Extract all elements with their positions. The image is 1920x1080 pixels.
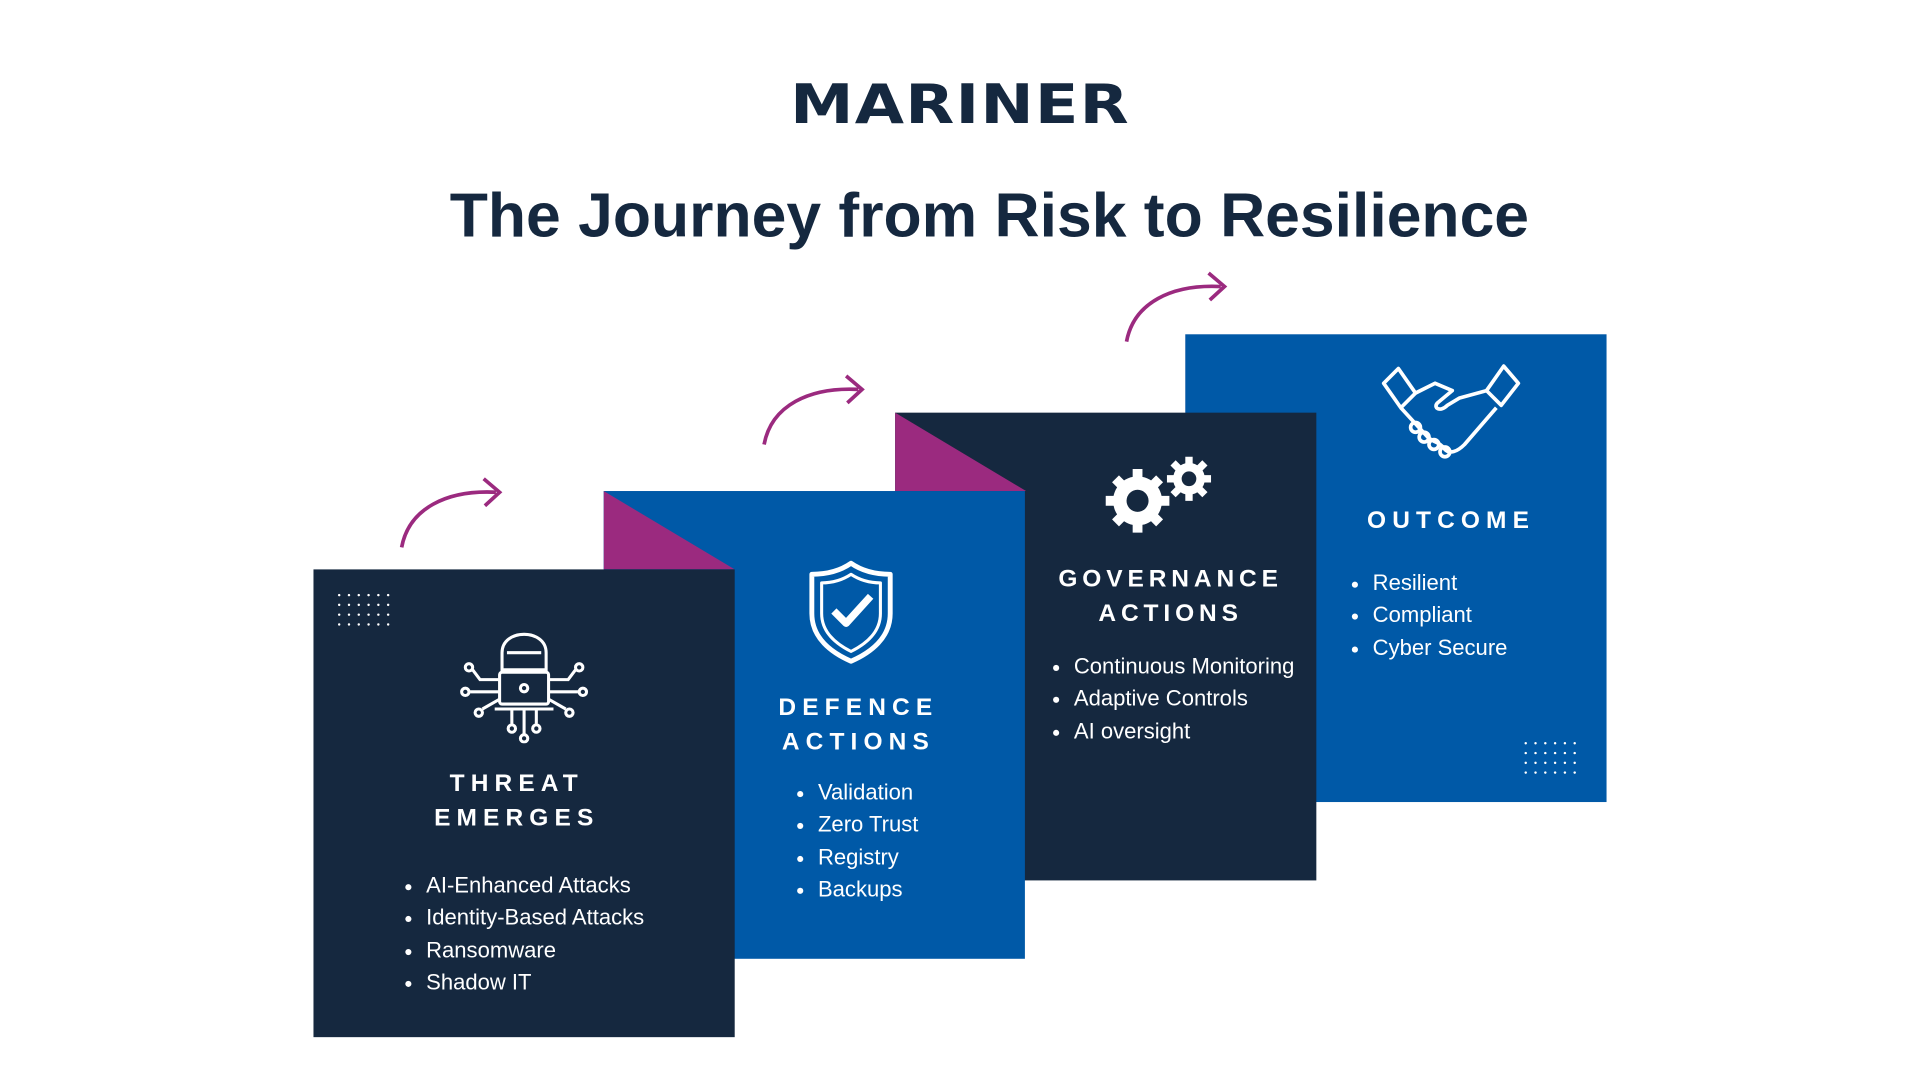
step-list: Continuous Monitoring Adaptive Controls … xyxy=(1049,650,1306,747)
list-item: AI-Enhanced Attacks xyxy=(426,869,644,901)
heading-line: ACTIONS xyxy=(781,728,935,756)
list-item: Adaptive Controls xyxy=(1074,682,1307,714)
hacker-laptop-icon xyxy=(460,632,589,744)
dot-grid-icon xyxy=(337,593,390,626)
step-heading: THREAT EMERGES xyxy=(306,767,727,836)
heading-line: EMERGES xyxy=(434,804,600,832)
list-item: Registry xyxy=(818,841,918,873)
list-item: Identity-Based Attacks xyxy=(426,902,644,934)
step-heading: DEFENCE ACTIONS xyxy=(738,691,978,760)
page-title: The Journey from Risk to Resilience xyxy=(449,180,1530,250)
list-item: AI oversight xyxy=(1074,715,1307,747)
step-list: AI-Enhanced Attacks Identity-Based Attac… xyxy=(402,869,644,998)
handshake-icon xyxy=(1381,364,1521,459)
list-item: Validation xyxy=(818,776,918,808)
list-item: Compliant xyxy=(1373,599,1508,631)
list-item: Ransomware xyxy=(426,934,644,966)
fold-triangle xyxy=(603,491,735,570)
step-list: Resilient Compliant Cyber Secure xyxy=(1348,567,1508,664)
step-list: Validation Zero Trust Registry Backups xyxy=(793,776,918,905)
step-heading: GOVERNANCE ACTIONS xyxy=(1030,562,1312,631)
heading-line: DEFENCE xyxy=(778,694,939,722)
arrow-icon xyxy=(399,477,503,548)
heading-line: ACTIONS xyxy=(1098,600,1243,627)
list-item: Resilient xyxy=(1373,567,1508,599)
list-item: Continuous Monitoring xyxy=(1074,650,1307,682)
arrow-icon xyxy=(1124,271,1228,342)
mariner-logo: MARINER xyxy=(790,74,1130,137)
list-item: Zero Trust xyxy=(818,809,918,841)
heading-line: THREAT xyxy=(449,770,584,798)
heading-line: GOVERNANCE xyxy=(1058,565,1283,593)
dot-grid-icon xyxy=(1524,742,1576,774)
fold-triangle xyxy=(895,412,1027,492)
step-card-threat: THREAT EMERGES AI-Enhanced Attacks Identi… xyxy=(313,569,735,1038)
list-item: Cyber Secure xyxy=(1373,631,1508,663)
shield-check-icon xyxy=(809,560,893,664)
step-heading: OUTCOME xyxy=(1367,506,1536,534)
gears-icon xyxy=(1105,456,1212,533)
arrow-icon xyxy=(762,374,865,445)
list-item: Backups xyxy=(818,873,918,905)
list-item: Shadow IT xyxy=(426,966,644,998)
